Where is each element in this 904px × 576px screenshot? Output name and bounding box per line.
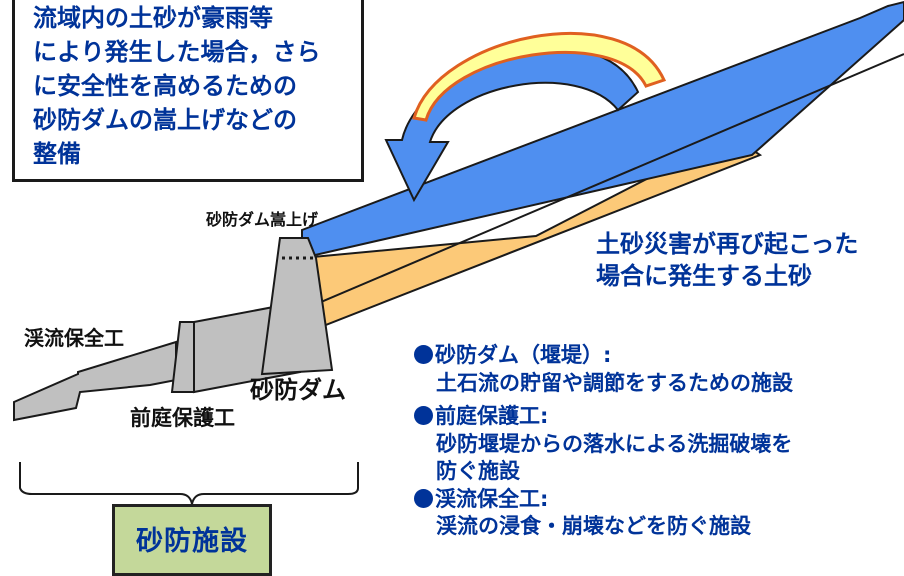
description-text: 土石流の貯留や調節をするための施設	[436, 370, 793, 395]
dam-raise-label: 砂防ダム嵩上げ	[206, 210, 319, 229]
bullet-icon	[414, 406, 433, 425]
bullet-icon	[414, 488, 433, 508]
apron-protection-shape	[170, 321, 195, 393]
brace	[19, 462, 359, 505]
stream-works-label: 渓流保全工	[24, 326, 124, 350]
sabo-dam-body	[260, 237, 334, 376]
callout-line: 砂防ダムの嵩上げなどの	[33, 106, 297, 134]
bullet-icon	[414, 345, 433, 364]
description-text: 砂防堰堤からの落水による洗掘破壊を	[436, 431, 793, 456]
description-heading: 砂防ダム（堰堤）:	[414, 342, 904, 370]
callout-line: 整備	[33, 140, 81, 168]
sediment-label-line1: 土砂災害が再び起こった	[596, 230, 859, 258]
description-heading: 渓流保全工:	[414, 486, 904, 514]
description-text: 渓流の浸食・崩壊などを防ぐ施設	[436, 514, 751, 538]
sediment-label-line2: 場合に発生する土砂	[596, 262, 812, 290]
callout-line: に安全性を高めるための	[33, 72, 297, 100]
curved-arrow-highlight	[412, 31, 667, 122]
sabo-dam-label: 砂防ダム	[250, 376, 346, 404]
callout-line: 流域内の土砂が豪雨等	[33, 4, 273, 32]
stream-works-steps	[13, 340, 177, 422]
description-list: 砂防ダム（堰堤）: 土石流の貯留や調節をするための施設 前庭保護工: 砂防堰堤か…	[414, 342, 904, 541]
callout-box: 流域内の土砂が豪雨等 により発生した場合，さら に安全性を高めるための 砂防ダム…	[12, 0, 364, 182]
description-text: 防ぐ施設	[436, 459, 520, 483]
additional-sediment	[301, 0, 904, 260]
callout-line: により発生した場合，さら	[33, 38, 321, 66]
description-heading: 前庭保護工:	[414, 403, 904, 431]
apron-protection-label: 前庭保護工	[130, 406, 235, 430]
sabo-facility-box: 砂防施設	[112, 504, 272, 576]
